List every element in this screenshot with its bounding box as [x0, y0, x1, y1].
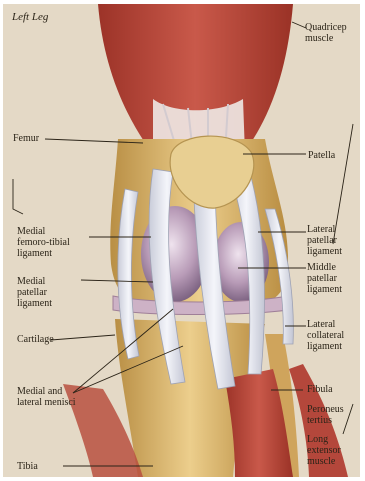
label-peroneus: Peroneus tertius — [307, 404, 344, 426]
label-menisci: Medial and lateral menisci — [17, 386, 76, 408]
label-quadriceps: Quadricep muscle — [305, 22, 347, 44]
illustration-panel: Left Leg Quadricep muscle Femur Patella … — [3, 4, 360, 477]
label-medial-femoro-tibial: Medial femoro-tibial ligament — [17, 226, 70, 259]
view-title: Left Leg — [12, 12, 48, 23]
label-middle-patellar: Middle patellar ligament — [307, 262, 342, 295]
label-fibula: Fibula — [307, 384, 333, 395]
label-lateral-collateral: Lateral collateral ligament — [307, 319, 344, 352]
label-long-extensor: Long extensor muscle — [307, 434, 341, 467]
label-tibia: Tibia — [17, 461, 38, 472]
label-patella: Patella — [308, 150, 335, 161]
label-medial-patellar: Medial patellar ligament — [17, 276, 52, 309]
label-cartilage: Cartilage — [17, 334, 54, 345]
label-lateral-patellar: Lateral patellar ligament — [307, 224, 342, 257]
label-femur: Femur — [13, 133, 39, 144]
